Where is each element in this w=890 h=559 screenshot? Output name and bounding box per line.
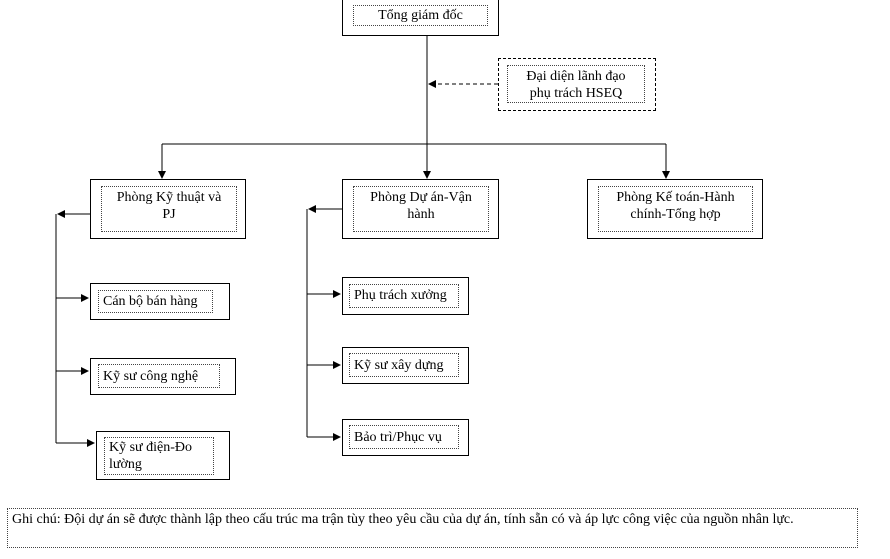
tech-role-2-label: Kỹ sư công nghệ [98, 364, 220, 388]
project-role-3-label: Bảo trì/Phục vụ [349, 425, 459, 449]
hseq-node: Đại diện lãnh đạo phụ trách HSEQ [498, 58, 656, 111]
department-project-label: Phòng Dự án-Vận hành [353, 186, 489, 232]
project-role-1-label: Phụ trách xưởng [349, 284, 459, 308]
project-role-2: Kỹ sư xây dựng [342, 347, 469, 384]
tech-role-3: Kỹ sư điện-Đo lường [96, 431, 230, 480]
ceo-label: Tổng giám đốc [353, 5, 488, 26]
footnote: Ghi chú: Đội dự án sẽ được thành lập the… [7, 508, 858, 548]
tech-role-1: Cán bộ bán hàng [90, 283, 230, 320]
ceo-node: Tổng giám đốc [342, 0, 499, 36]
department-tech: Phòng Kỹ thuật và PJ [90, 179, 246, 239]
tech-role-2: Kỹ sư công nghệ [90, 358, 236, 395]
tech-role-1-label: Cán bộ bán hàng [98, 290, 213, 313]
department-accounting-label: Phòng Kế toán-Hành chính-Tổng hợp [598, 186, 753, 232]
department-project: Phòng Dự án-Vận hành [342, 179, 499, 239]
project-role-3: Bảo trì/Phục vụ [342, 419, 469, 456]
hseq-label: Đại diện lãnh đạo phụ trách HSEQ [507, 65, 645, 103]
project-role-2-label: Kỹ sư xây dựng [349, 353, 459, 377]
tech-role-3-label: Kỹ sư điện-Đo lường [104, 437, 214, 475]
department-tech-label: Phòng Kỹ thuật và PJ [101, 186, 237, 232]
project-role-1: Phụ trách xưởng [342, 277, 469, 315]
department-accounting: Phòng Kế toán-Hành chính-Tổng hợp [587, 179, 763, 239]
